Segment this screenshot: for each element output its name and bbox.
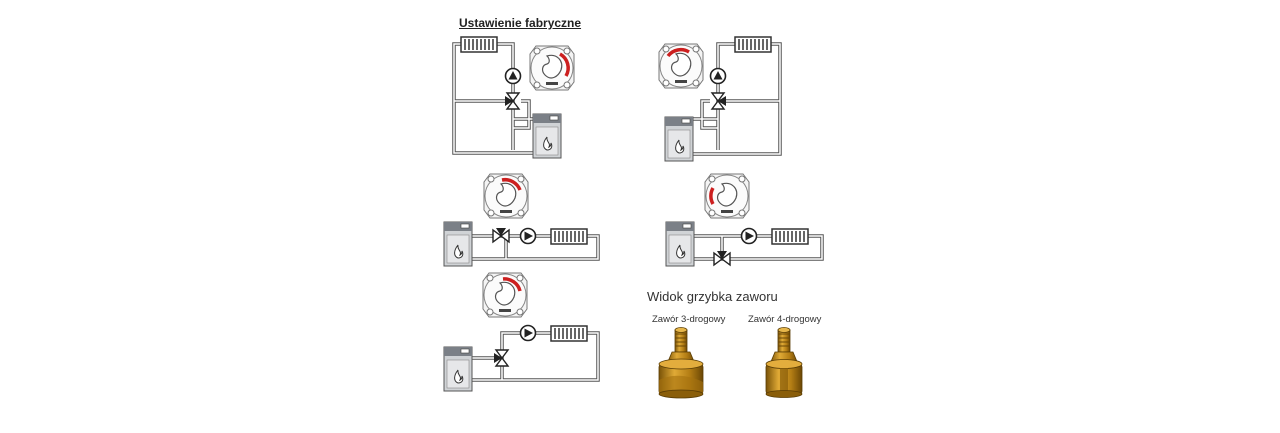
radiator-icon bbox=[550, 228, 588, 245]
boiler-icon bbox=[664, 116, 694, 162]
diagram-horizontal-left bbox=[443, 173, 600, 267]
pump-icon bbox=[519, 324, 537, 342]
valve-scale-icon bbox=[704, 173, 750, 219]
valve-scale-icon bbox=[482, 272, 528, 318]
mixing-valve-icon bbox=[713, 250, 731, 266]
diagram-horizontal-right bbox=[665, 173, 824, 267]
valve-scale-icon bbox=[483, 173, 529, 219]
three-way-valve-label: Zawór 3-drogowy bbox=[652, 314, 726, 325]
valve-scale-icon bbox=[529, 45, 575, 91]
radiator-icon bbox=[460, 36, 498, 53]
pump-icon bbox=[740, 227, 758, 245]
boiler-icon bbox=[443, 221, 473, 267]
valve-scale-icon bbox=[658, 43, 704, 89]
radiator-icon bbox=[771, 228, 809, 245]
pump-icon bbox=[519, 227, 537, 245]
diagram-factory-setting bbox=[452, 36, 575, 159]
diagram-mirrored bbox=[658, 36, 782, 162]
page-title: Ustawienie fabryczne bbox=[459, 16, 582, 30]
mixing-valve-icon bbox=[504, 92, 520, 110]
mixing-valve-icon bbox=[492, 227, 510, 243]
pump-icon bbox=[504, 67, 522, 85]
four-way-valve-label: Zawór 4-drogowy bbox=[748, 314, 822, 325]
mixing-valve-icon bbox=[493, 349, 509, 367]
boiler-icon bbox=[443, 346, 473, 392]
valve-plug-icon bbox=[658, 327, 704, 399]
valve-view-title: Widok grzybka zaworu bbox=[647, 289, 778, 304]
diagram-vertical-valve bbox=[443, 272, 600, 392]
mixing-valve-icon bbox=[711, 92, 727, 110]
radiator-icon bbox=[550, 325, 588, 342]
valve-plug-icon bbox=[765, 327, 803, 398]
boiler-icon bbox=[665, 221, 695, 267]
boiler-icon bbox=[532, 113, 562, 159]
radiator-icon bbox=[734, 36, 772, 53]
pump-icon bbox=[709, 67, 727, 85]
